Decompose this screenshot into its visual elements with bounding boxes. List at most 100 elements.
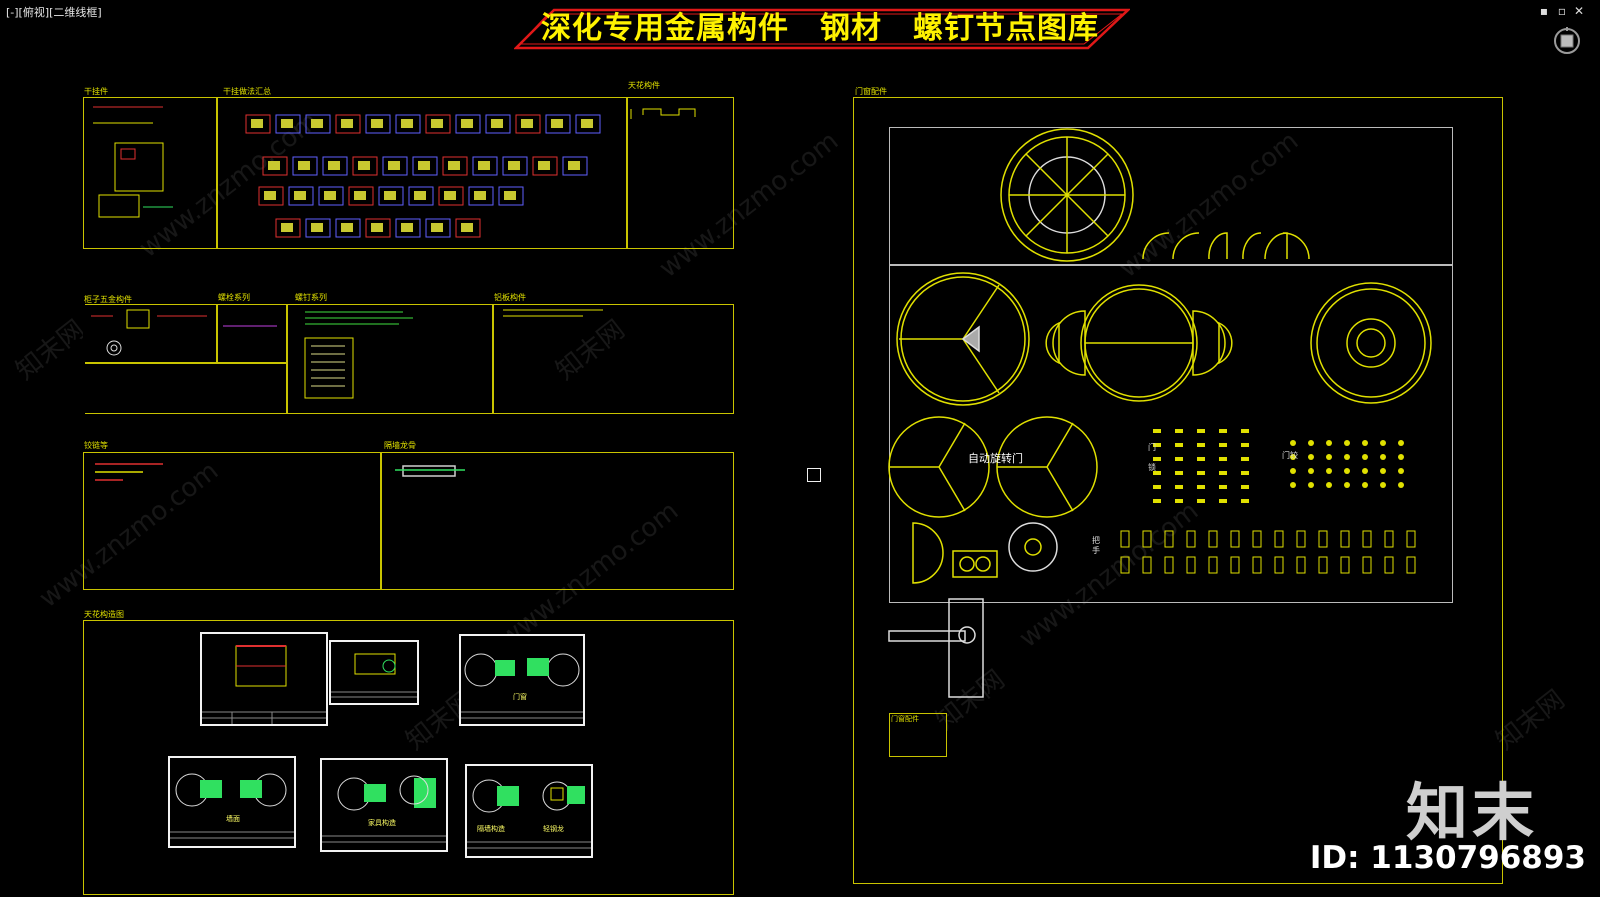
thumbnail-detail[interactable] — [425, 114, 451, 134]
hardware-icon — [1380, 440, 1386, 446]
viewport-controls-label[interactable]: [-][俯视][二维线框] — [6, 6, 102, 19]
thumbnail-fill — [461, 119, 473, 128]
thumbnail-fill — [251, 119, 263, 128]
thumbnail-fill — [281, 223, 293, 232]
thumbnail-detail[interactable] — [292, 156, 318, 176]
thumbnail-detail[interactable] — [288, 186, 314, 206]
hardware-icon — [1175, 485, 1183, 489]
hardware-profile — [1362, 530, 1372, 548]
navigation-cube-icon[interactable] — [1552, 26, 1582, 56]
hardware-icon — [1219, 499, 1227, 503]
hardware-profile — [1406, 530, 1416, 548]
thumbnail-detail[interactable] — [562, 156, 588, 176]
thumbnail-detail[interactable] — [365, 218, 391, 238]
panel-divider — [889, 264, 1453, 266]
hardware-profile — [1406, 556, 1416, 574]
hardware-profile — [1186, 556, 1196, 574]
hardware-icon — [1153, 429, 1161, 433]
thumbnail-detail[interactable] — [335, 218, 361, 238]
thumbnail-detail[interactable] — [442, 156, 468, 176]
thumbnail-fill — [474, 191, 486, 200]
thumbnail-detail[interactable] — [305, 218, 331, 238]
hardware-icon — [1219, 429, 1227, 433]
drawing-sheet[interactable]: 隔墙构造 轻钢龙 — [465, 764, 593, 858]
thumbnail-fill — [311, 223, 323, 232]
door-detail-panel — [889, 127, 1453, 603]
hardware-icon — [1308, 468, 1314, 474]
thumbnail-detail[interactable] — [412, 156, 438, 176]
thumbnail-detail[interactable] — [575, 114, 601, 134]
hardware-profile — [1208, 530, 1218, 548]
thumbnail-detail[interactable] — [498, 186, 524, 206]
thumbnail-detail[interactable] — [352, 156, 378, 176]
thumbnail-detail[interactable] — [365, 114, 391, 134]
thumbnail-detail[interactable] — [348, 186, 374, 206]
minimize-button[interactable]: ▪ — [1539, 4, 1548, 18]
thumbnail-detail[interactable] — [455, 114, 481, 134]
hardware-icon — [1398, 468, 1404, 474]
thumbnail-detail[interactable] — [335, 114, 361, 134]
thumbnail-detail[interactable] — [318, 186, 344, 206]
thumbnail-fill — [388, 161, 400, 170]
drawing-sheet[interactable] — [329, 640, 419, 705]
hardware-icon — [1326, 482, 1332, 488]
hardware-profile — [1340, 556, 1350, 574]
thumbnail-fill — [521, 119, 533, 128]
drawing-sheet[interactable]: 墙面 — [168, 756, 296, 848]
thumbnail-detail[interactable] — [322, 156, 348, 176]
thumbnail-detail[interactable] — [378, 186, 404, 206]
drawing-frame-row3 — [83, 452, 734, 590]
thumbnail-detail[interactable] — [395, 114, 421, 134]
thumbnail-detail[interactable] — [275, 114, 301, 134]
hardware-icon — [1175, 443, 1183, 447]
hardware-icon — [1153, 499, 1161, 503]
hardware-icon — [1175, 499, 1183, 503]
thumbnail-fill — [294, 191, 306, 200]
thumbnail-fill — [268, 161, 280, 170]
thumbnail-detail[interactable] — [485, 114, 511, 134]
resource-id: ID: 1130796893 — [1309, 840, 1586, 876]
thumbnail-detail[interactable] — [532, 156, 558, 176]
hardware-icon — [1344, 454, 1350, 460]
frame-divider — [216, 304, 218, 362]
hardware-profile — [1274, 530, 1284, 548]
hardware-icon — [1290, 454, 1296, 460]
hardware-profile — [1252, 556, 1262, 574]
thumbnail-fill — [401, 223, 413, 232]
thumbnail-detail[interactable] — [502, 156, 528, 176]
thumbnail-detail[interactable] — [472, 156, 498, 176]
thumbnail-detail[interactable] — [245, 114, 271, 134]
frame-label-hangers: 干挂件 — [84, 87, 108, 96]
thumbnail-detail[interactable] — [305, 114, 331, 134]
thumbnail-detail[interactable] — [438, 186, 464, 206]
close-button[interactable]: ✕ — [1573, 4, 1584, 18]
hardware-icon — [1219, 443, 1227, 447]
thumbnail-detail[interactable] — [455, 218, 481, 238]
restore-button[interactable]: ▫ — [1557, 4, 1566, 18]
revolving-door-label: 自动旋转门 — [968, 452, 1023, 465]
thumbnail-detail[interactable] — [545, 114, 571, 134]
hardware-icon — [1362, 440, 1368, 446]
thumbnail-detail[interactable] — [515, 114, 541, 134]
hardware-icon — [1362, 482, 1368, 488]
thumbnail-detail[interactable] — [468, 186, 494, 206]
thumbnail-detail[interactable] — [382, 156, 408, 176]
thumbnail-detail[interactable] — [395, 218, 421, 238]
thumbnail-detail[interactable] — [258, 186, 284, 206]
drawing-sheet[interactable]: 家具构造 — [320, 758, 448, 852]
thumbnail-detail[interactable] — [275, 218, 301, 238]
canvas-cursor[interactable] — [807, 468, 821, 482]
hardware-icon — [1326, 454, 1332, 460]
drawing-frame-row4 — [83, 620, 734, 895]
thumbnail-fill — [328, 161, 340, 170]
drawing-sheet[interactable]: 门窗 — [459, 634, 585, 726]
frame-label-hinges: 铰链等 — [84, 441, 108, 450]
drawing-sheet[interactable] — [200, 632, 328, 726]
frame-label-hanging-summary: 干挂做法汇总 — [223, 87, 271, 96]
thumbnail-detail[interactable] — [425, 218, 451, 238]
frame-label-screws: 螺钉系列 — [295, 293, 327, 302]
thumbnail-detail[interactable] — [262, 156, 288, 176]
hardware-icon — [1290, 440, 1296, 446]
thumbnail-detail[interactable] — [408, 186, 434, 206]
hardware-icon — [1362, 454, 1368, 460]
